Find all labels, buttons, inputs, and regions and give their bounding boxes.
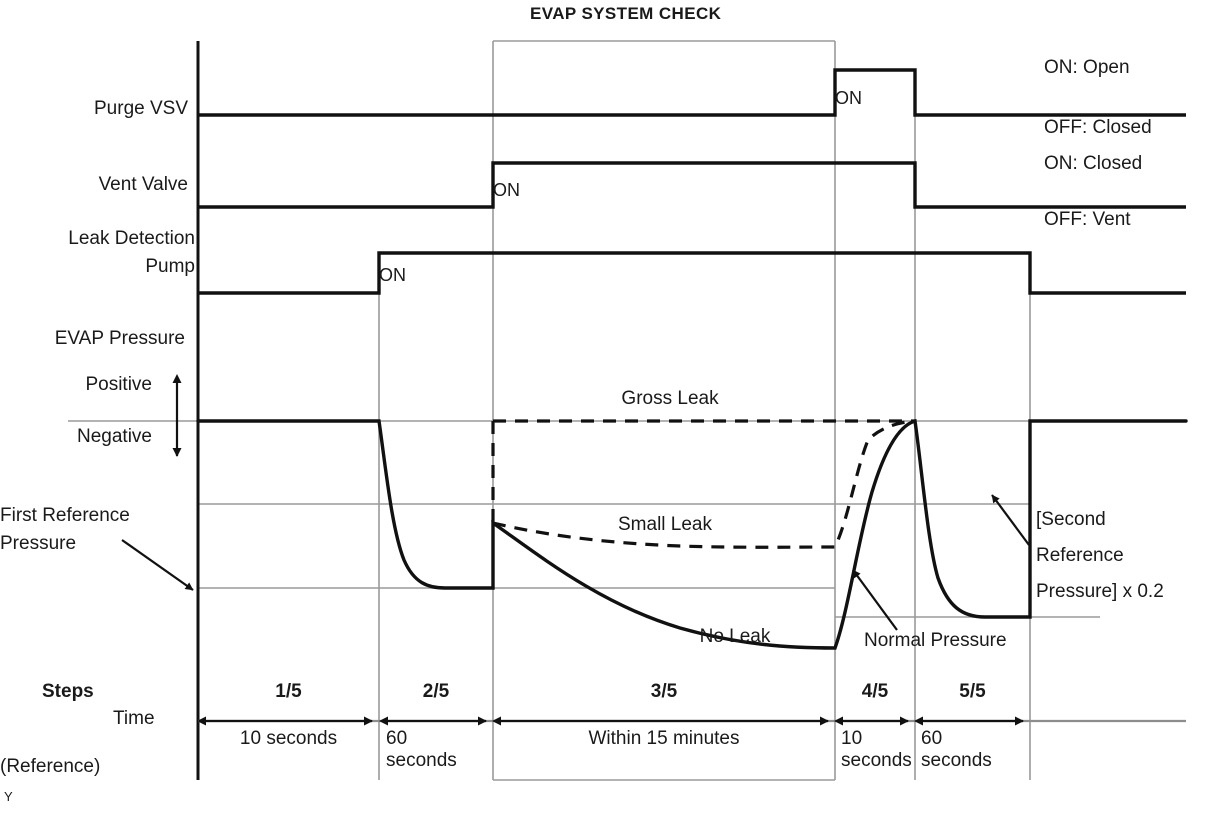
normal-pressure-label: Normal Pressure: [864, 630, 1007, 651]
legend-vent-on-state: ON: Closed: [1044, 153, 1143, 174]
leak-detection-pump-on-label: ON: [379, 265, 406, 285]
reference-label: (Reference): [0, 756, 101, 777]
purge-vsv-waveform: [198, 68, 1186, 117]
row-label-evap-pressure: EVAP Pressure: [54, 328, 185, 349]
no-leak-label: No Leak: [699, 626, 771, 647]
first-reference-pressure-label-line1: First Reference: [0, 505, 130, 526]
row-label-vent-valve: Vent Valve: [98, 174, 188, 195]
step-id-5: 5/5: [959, 681, 986, 702]
small-leak-label: Small Leak: [618, 514, 712, 535]
second-reference-note-line1: [Second: [1036, 509, 1106, 530]
time-label: Time: [113, 708, 155, 729]
row-label-purge-vsv: Purge VSV: [94, 98, 188, 119]
no-leak-pressure-curve: [196, 418, 1188, 650]
row-label-positive: Positive: [85, 374, 152, 395]
step-id-2: 2/5: [422, 681, 450, 702]
step-id-1: 1/5: [275, 681, 302, 702]
first-reference-pressure-label-line2: Pressure: [0, 533, 77, 554]
vent-valve-on-label: ON: [493, 180, 520, 200]
legend-separators: [1038, 113, 1186, 209]
row-label-leak-detection-pump-line2: Pump: [145, 256, 195, 277]
step-id-3: 3/5: [650, 681, 678, 702]
row-label-leak-detection-pump-line1: Leak Detection: [68, 228, 195, 249]
legend-vent-off-state: OFF: Vent: [1044, 209, 1131, 230]
second-reference-note-line2: Reference: [1036, 545, 1124, 566]
first-reference-pressure-arrow: [121, 539, 194, 591]
steps-label: Steps: [42, 681, 94, 702]
page-title: EVAP SYSTEM CHECK: [530, 4, 722, 23]
gross-leak-label: Gross Leak: [621, 388, 719, 409]
grid-lines: [68, 40, 1186, 781]
small-leak-pressure-curve: [492, 419, 916, 549]
second-reference-note-line3: Pressure] x 0.2: [1036, 581, 1164, 602]
legend-purge-on-state: ON: Open: [1044, 57, 1130, 78]
step-duration-3: Within 15 minutes: [588, 728, 740, 749]
vent-valve-waveform: [198, 161, 1186, 209]
purge-vsv-on-label: ON: [835, 88, 862, 108]
corner-mark: Y: [4, 789, 13, 804]
step-duration-1: 10 seconds: [239, 728, 338, 749]
second-reference-pressure-arrow: [991, 494, 1030, 546]
step-id-4: 4/5: [861, 681, 889, 702]
row-label-negative: Negative: [77, 426, 152, 447]
normal-pressure-arrow: [852, 569, 898, 631]
leak-detection-pump-waveform: [198, 251, 1186, 295]
legend-purge-off-state: OFF: Closed: [1044, 117, 1152, 138]
